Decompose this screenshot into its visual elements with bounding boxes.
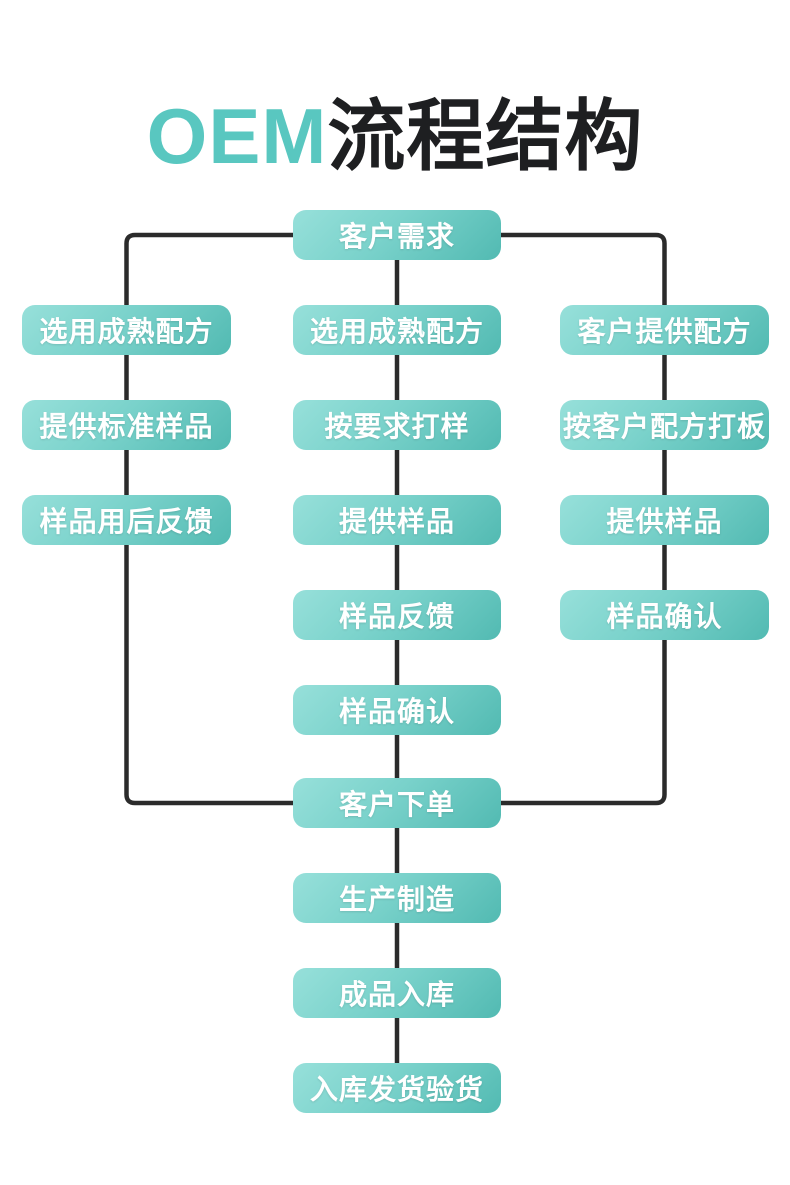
node-customer-demand: 客户需求: [293, 210, 501, 260]
node-sample-feedback: 样品反馈: [293, 590, 501, 640]
node-select-mature-formula-left: 选用成熟配方: [22, 305, 231, 355]
node-sample-confirm: 样品确认: [293, 685, 501, 735]
node-sample-usage-feedback: 样品用后反馈: [22, 495, 231, 545]
node-provide-sample-right: 提供样品: [560, 495, 769, 545]
node-production-manufacture: 生产制造: [293, 873, 501, 923]
title-rest: 流程结构: [327, 92, 644, 180]
node-provide-sample: 提供样品: [293, 495, 501, 545]
node-sample-per-request: 按要求打样: [293, 400, 501, 450]
node-warehouse-ship-inspect: 入库发货验货: [293, 1063, 501, 1113]
node-provide-standard-sample: 提供标准样品: [22, 400, 231, 450]
node-select-mature-formula: 选用成熟配方: [293, 305, 501, 355]
node-board-per-customer-formula: 按客户配方打板: [560, 400, 769, 450]
page-title: OEM流程结构: [0, 86, 790, 186]
node-customer-provides-formula: 客户提供配方: [560, 305, 769, 355]
node-sample-confirm-right: 样品确认: [560, 590, 769, 640]
node-finished-goods-warehouse: 成品入库: [293, 968, 501, 1018]
title-highlight: OEM: [146, 92, 328, 180]
node-customer-order: 客户下单: [293, 778, 501, 828]
